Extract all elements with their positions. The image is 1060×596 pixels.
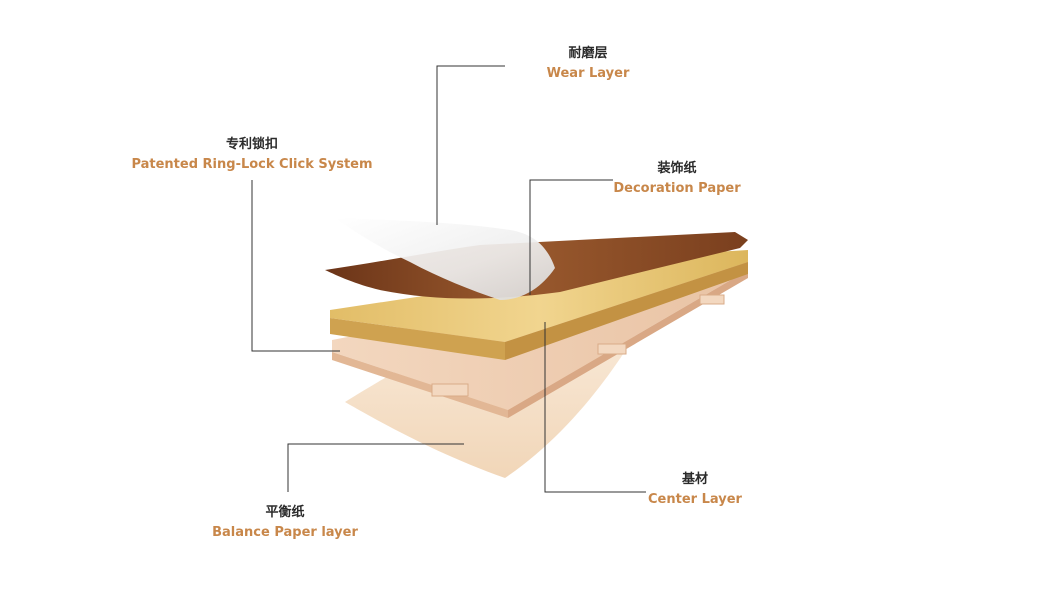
decoration-paper-en: Decoration Paper (613, 181, 741, 196)
center-layer-block (431, 383, 469, 397)
wear-layer-cn: 耐磨层 (568, 46, 608, 61)
decoration-paper-label: 装饰纸 Decoration Paper (605, 160, 749, 200)
leader-line-lock (251, 180, 340, 352)
leader-line-center (544, 322, 646, 493)
decoration-paper-cn: 装饰纸 (657, 161, 697, 176)
center-layer-en: Center Layer (648, 492, 742, 507)
click-system-label: 专利锁扣 Patented Ring-Lock Click System (127, 136, 377, 176)
wear-layer-label: 耐磨层 Wear Layer (538, 45, 638, 85)
center-layer-cn: 基材 (681, 472, 708, 487)
leader-line-wear (436, 65, 505, 225)
center-layer-block (597, 343, 627, 355)
wear-layer-en: Wear Layer (546, 66, 630, 81)
balance-paper-en: Balance Paper layer (212, 525, 358, 540)
click-system-en: Patented Ring-Lock Click System (131, 157, 373, 172)
click-board (330, 250, 748, 360)
wear-layer-sheet (335, 218, 555, 300)
leader-lines (251, 65, 646, 493)
click-system-cn: 专利锁扣 (225, 137, 278, 152)
leader-line-decoration (529, 179, 613, 295)
center-layer-block (699, 294, 725, 305)
center-layer-label: 基材 Center Layer (635, 471, 755, 511)
leader-line-balance (287, 443, 464, 492)
balance-paper-label: 平衡纸 Balance Paper layer (205, 504, 365, 544)
balance-paper-cn: 平衡纸 (265, 505, 305, 520)
